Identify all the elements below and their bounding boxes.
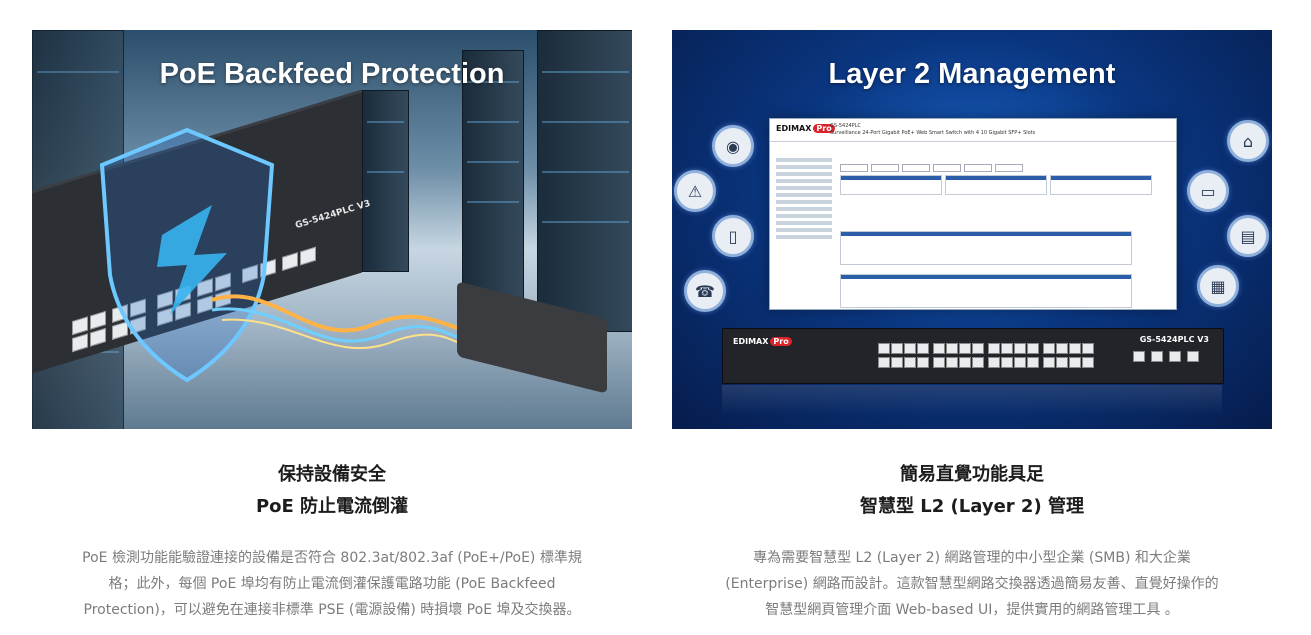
tablet-icon: ▯ [712,215,754,257]
description-line: Protection)，可以避免在連接非標準 PSE (電源設備) 時損壞 Po… [83,602,581,618]
banner-title: PoE Backfeed Protection [159,58,505,90]
ui-subtitle: Surveillance 24-Port Gigabit PoE+ Web Sm… [830,130,1036,136]
ui-chart-panel [840,274,1132,308]
feature-card-poe-backfeed: GS-5424PLC V3 PoE Backfeed Protection 保持… [32,30,632,623]
ui-chart-panel [840,231,1132,265]
ui-panel [1050,175,1152,195]
camera-icon: ◉ [712,125,754,167]
description-line: 格；此外，每個 PoE 埠均有防止電流倒灌保護電路功能 (PoE Backfee… [108,576,556,592]
router-icon: ⌂ [1227,120,1269,162]
description-line: (Enterprise) 網路而設計。這款智慧型網路交換器透過簡易友善、直覺好操… [725,576,1219,592]
description-line: 專為需要智慧型 L2 (Layer 2) 網路管理的中小型企業 (SMB) 和大… [753,550,1191,566]
heading-line: 保持設備安全 [278,464,386,485]
server-rack [537,30,632,332]
feature-description: 專為需要智慧型 L2 (Layer 2) 網路管理的中小型企業 (SMB) 和大… [672,545,1272,623]
server-icon: ▤ [1227,215,1269,257]
poe-backfeed-banner-image: GS-5424PLC V3 PoE Backfeed Protection [32,30,632,429]
ui-panel [840,175,942,195]
server-rack [362,90,409,272]
switch-reflection [722,385,1222,415]
switch-model-label: GS-5424PLC V3 [1139,335,1209,344]
ui-nav-tree [776,155,832,242]
feature-heading: 保持設備安全 PoE 防止電流倒灌 [32,459,632,523]
ui-title: GS-5424PLC [830,123,861,129]
electric-current-illustration [212,294,492,353]
ui-panel [945,175,1047,195]
heading-line: PoE 防止電流倒灌 [255,496,409,517]
heading-line: 智慧型 L2 (Layer 2) 管理 [860,496,1084,517]
alarm-icon: ⚠ [674,170,716,212]
phone-icon: ☎ [684,270,726,312]
ui-tabs [840,157,1026,176]
description-line: PoE 檢測功能能驗證連接的設備是否符合 802.3at/802.3af (Po… [82,550,582,566]
description-line: 智慧型網頁管理介面 Web-based UI，提供實用的網路管理工具 。 [765,602,1179,618]
monitor-icon: ▭ [1187,170,1229,212]
feature-description: PoE 檢測功能能驗證連接的設備是否符合 802.3at/802.3af (Po… [32,545,632,623]
heading-line: 簡易直覺功能具足 [900,464,1044,485]
banner-title: Layer 2 Management [828,58,1116,90]
server-rack [462,50,524,312]
nas-icon: ▦ [1197,265,1239,307]
feature-heading: 簡易直覺功能具足 智慧型 L2 (Layer 2) 管理 [672,459,1272,523]
